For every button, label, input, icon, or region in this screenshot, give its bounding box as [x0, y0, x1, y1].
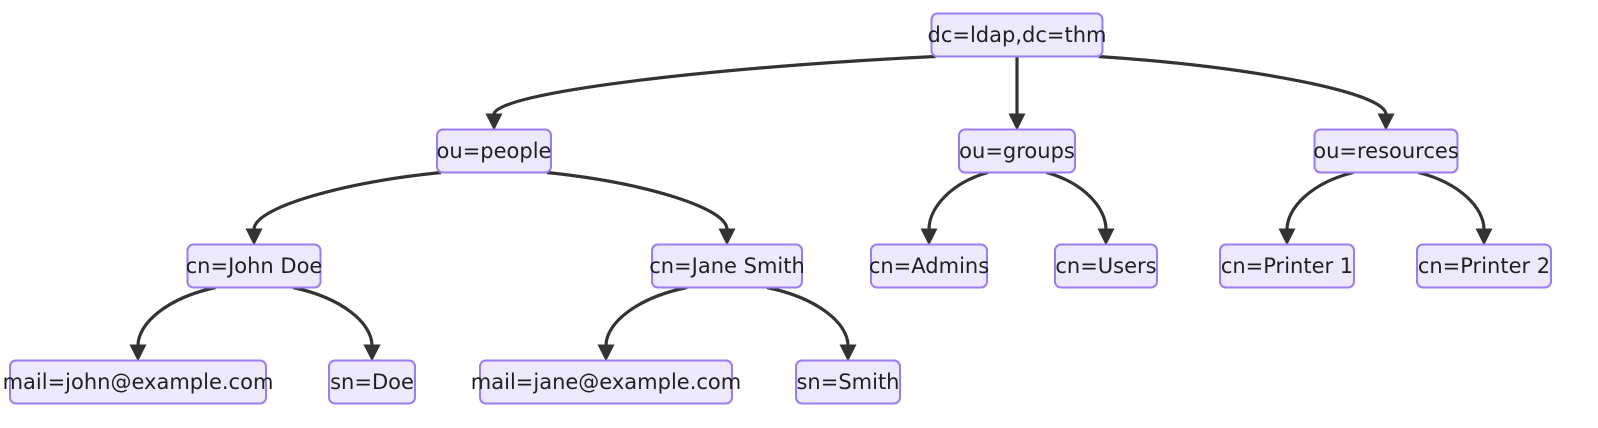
node-label: sn=Doe — [330, 370, 414, 394]
tree-edge — [492, 54, 936, 116]
tree-node-people[interactable]: ou=people — [436, 128, 552, 174]
node-box — [328, 359, 416, 405]
tree-edge — [1285, 170, 1354, 230]
node-label: ou=resources — [1313, 139, 1459, 163]
node-box — [958, 128, 1076, 174]
node-label: cn=Users — [1055, 254, 1156, 278]
tree-edge — [292, 285, 374, 346]
tree-edge — [1417, 170, 1486, 230]
node-box — [651, 243, 803, 289]
edge-arrowhead — [1008, 113, 1026, 131]
node-label: cn=John Doe — [186, 254, 323, 278]
node-box — [436, 128, 552, 174]
tree-node-admins[interactable]: cn=Admins — [869, 243, 989, 289]
node-label: mail=john@example.com — [3, 370, 274, 394]
tree-edge — [136, 285, 217, 346]
edge-arrowhead — [485, 113, 503, 131]
tree-edge — [927, 170, 989, 230]
edge-arrowhead — [1475, 228, 1493, 246]
tree-edge — [766, 285, 850, 346]
node-box — [9, 359, 267, 405]
tree-node-jane[interactable]: cn=Jane Smith — [649, 243, 805, 289]
edge-arrowhead — [245, 228, 263, 246]
tree-node-janesn[interactable]: sn=Smith — [795, 359, 901, 405]
node-box — [1219, 243, 1355, 289]
tree-node-root[interactable]: dc=ldap,dc=thm — [928, 12, 1107, 58]
tree-node-johnmail[interactable]: mail=john@example.com — [3, 359, 274, 405]
node-label: dc=ldap,dc=thm — [928, 23, 1107, 47]
node-label: cn=Printer 2 — [1418, 254, 1550, 278]
edges-layer — [129, 54, 1493, 362]
node-box — [186, 243, 322, 289]
edge-arrowhead — [1278, 228, 1296, 246]
tree-node-resources[interactable]: ou=resources — [1313, 128, 1459, 174]
tree-edge — [1098, 54, 1388, 115]
edge-arrowhead — [129, 344, 147, 362]
edge-arrowhead — [363, 344, 381, 362]
tree-edge — [252, 170, 442, 230]
tree-node-john[interactable]: cn=John Doe — [186, 243, 323, 289]
tree-node-users[interactable]: cn=Users — [1054, 243, 1158, 289]
node-box — [1313, 128, 1459, 174]
edge-arrowhead — [597, 344, 615, 362]
tree-node-printer2[interactable]: cn=Printer 2 — [1416, 243, 1552, 289]
node-label: ou=people — [437, 139, 552, 163]
edge-arrowhead — [1377, 113, 1395, 131]
tree-node-janemail[interactable]: mail=jane@example.com — [471, 359, 741, 405]
tree-node-printer1[interactable]: cn=Printer 1 — [1219, 243, 1355, 289]
node-box — [930, 12, 1104, 58]
tree-node-johnsn[interactable]: sn=Doe — [328, 359, 416, 405]
node-label: mail=jane@example.com — [471, 370, 741, 394]
tree-edge — [546, 170, 729, 230]
edge-arrowhead — [920, 228, 938, 246]
edge-arrowhead — [718, 228, 736, 246]
node-label: cn=Jane Smith — [649, 254, 805, 278]
node-box — [1054, 243, 1158, 289]
edge-arrowhead — [1097, 228, 1115, 246]
node-label: cn=Admins — [869, 254, 989, 278]
tree-edge — [1045, 170, 1108, 230]
node-box — [795, 359, 901, 405]
node-box — [1416, 243, 1552, 289]
node-label: sn=Smith — [796, 370, 899, 394]
node-label: cn=Printer 1 — [1221, 254, 1353, 278]
node-label: ou=groups — [959, 139, 1075, 163]
node-box — [870, 243, 988, 289]
node-box — [479, 359, 733, 405]
nodes-layer: dc=ldap,dc=thm ou=people ou=groups ou=resou… — [3, 12, 1552, 405]
edge-arrowhead — [839, 344, 857, 362]
tree-node-groups[interactable]: ou=groups — [958, 128, 1076, 174]
tree-edge — [604, 285, 688, 346]
